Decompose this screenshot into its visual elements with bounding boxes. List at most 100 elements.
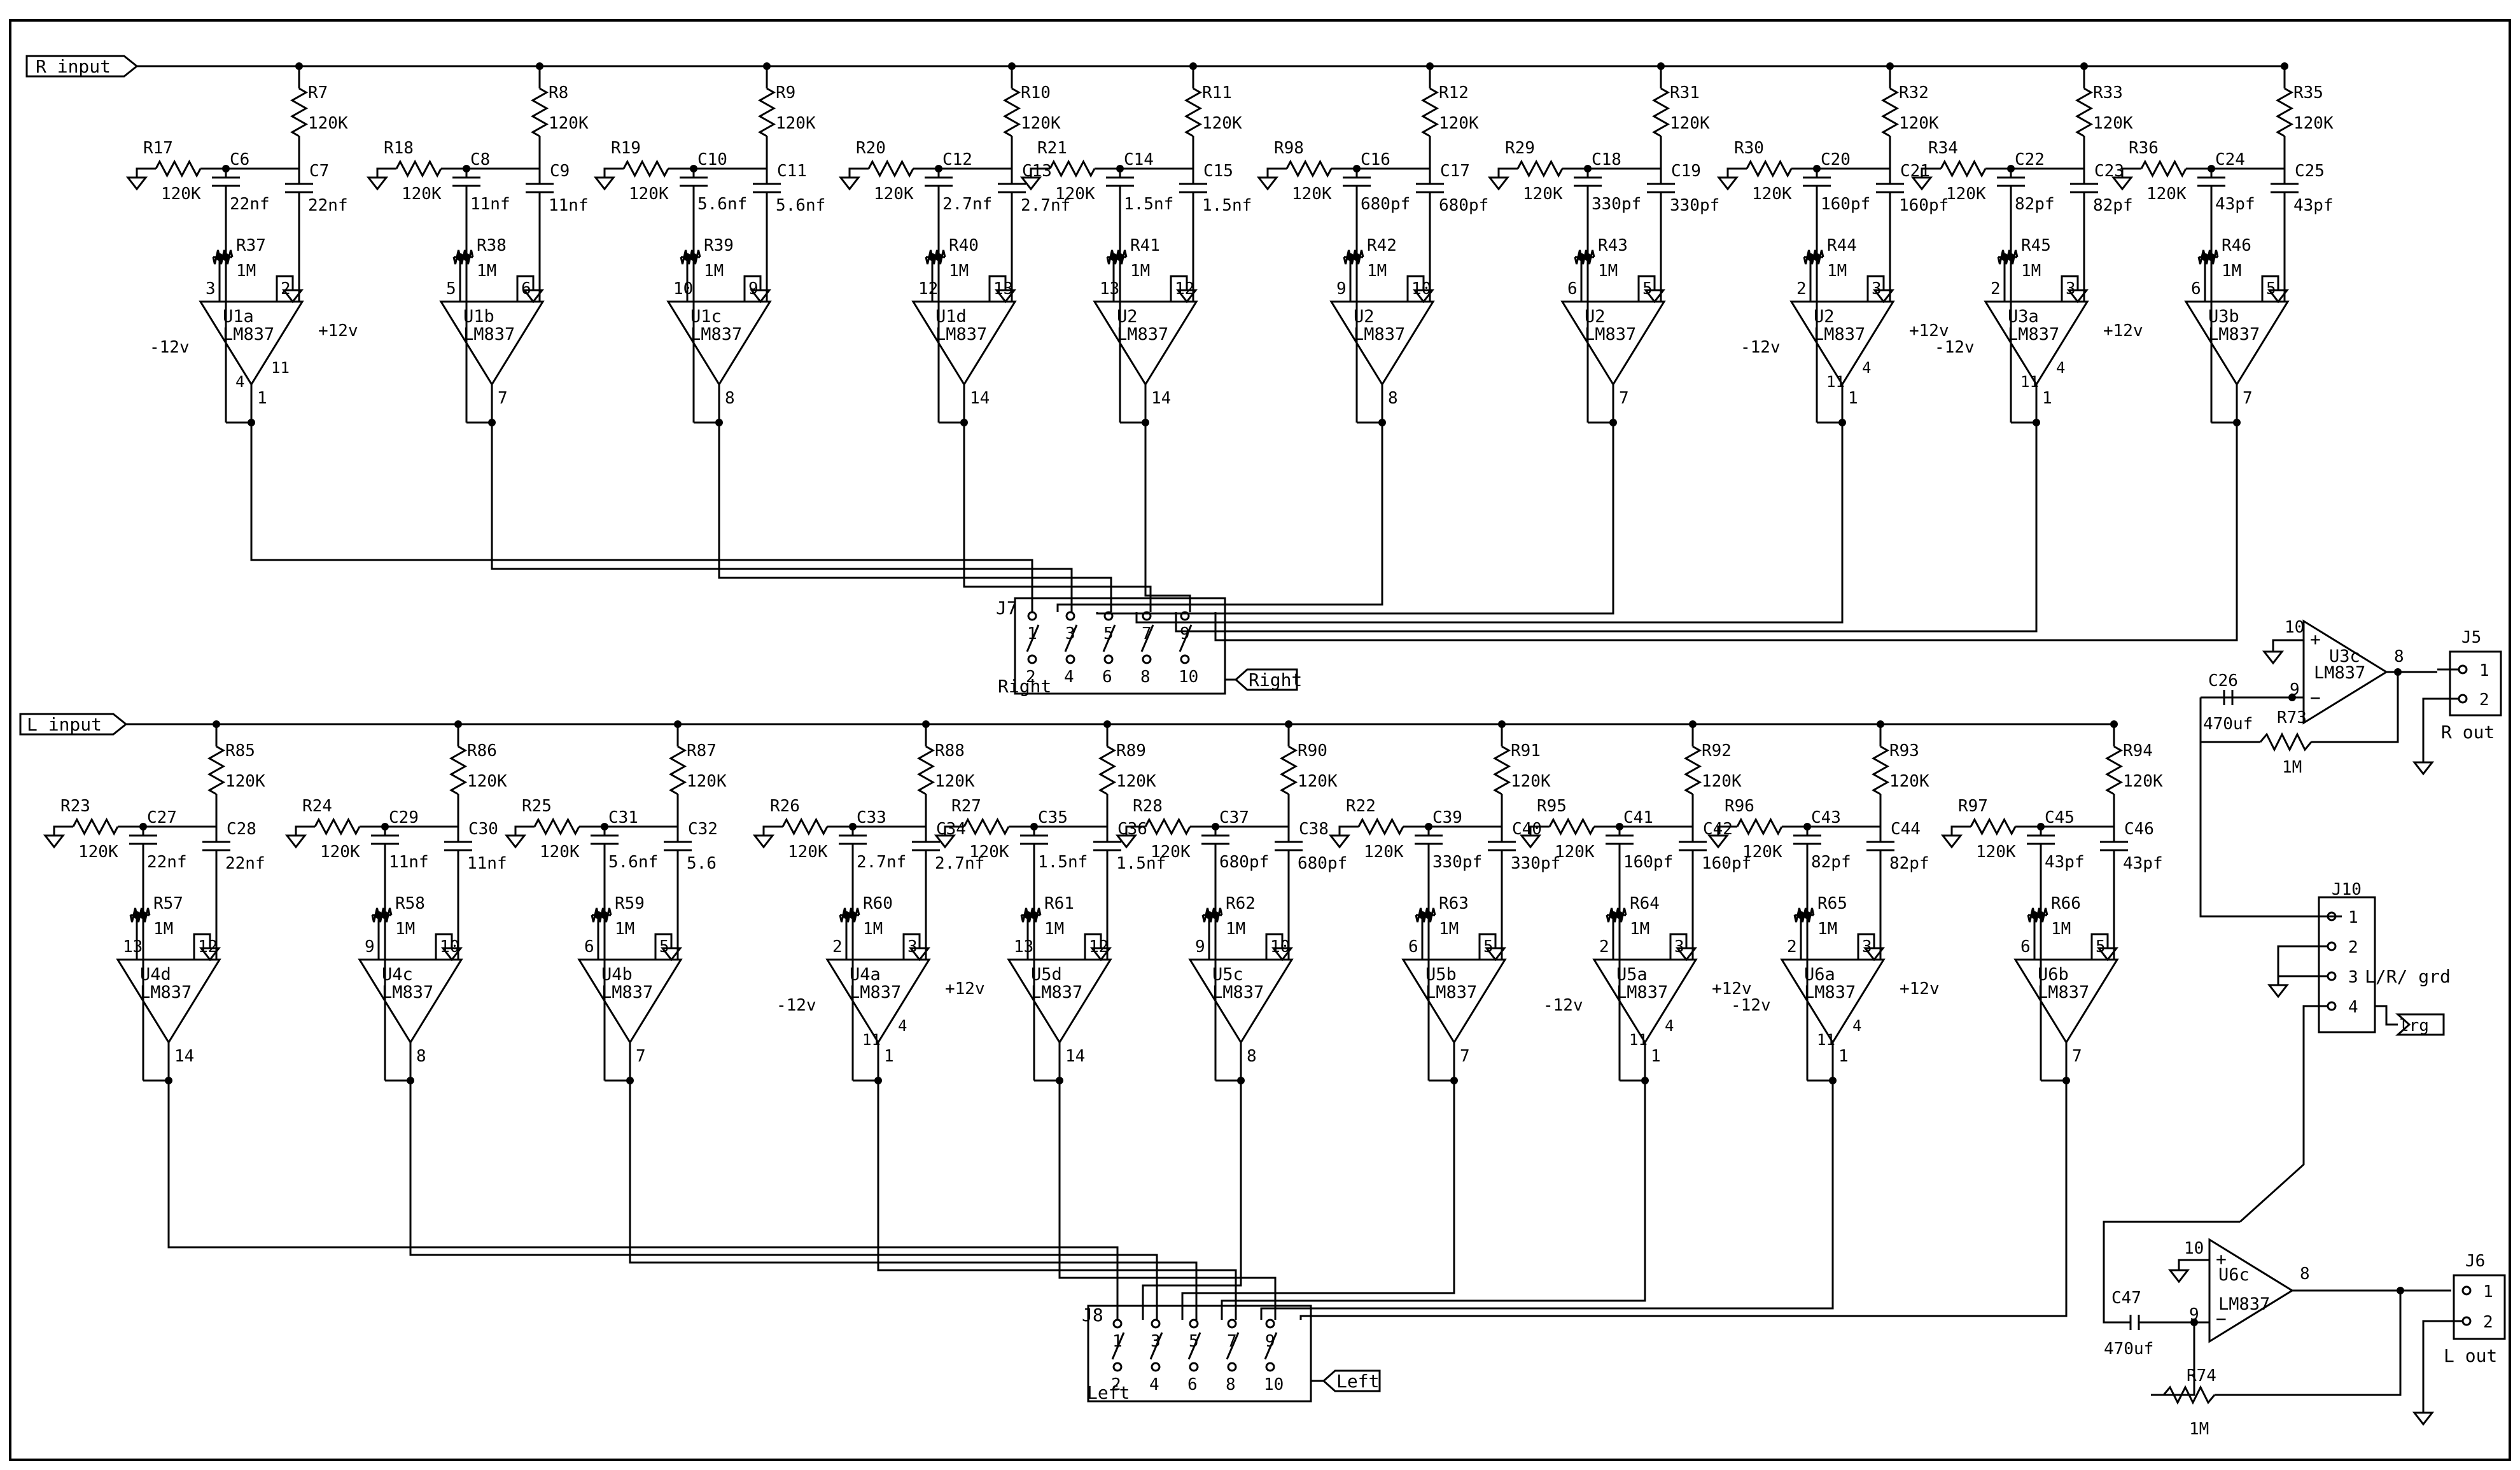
feedback-resistor-value: 1M [615, 920, 634, 939]
switch-pin-top-label: 7 [1227, 1332, 1237, 1351]
feedback-resistor-value: 1M [949, 262, 969, 281]
opamp-part: LM837 [2038, 983, 2089, 1002]
connector-j10[interactable]: J10 1 2 3 4 L/R/ grd lrg [2239, 880, 2451, 1223]
opamp-pin-a: 5 [446, 279, 456, 298]
feedback-resistor-value: 1M [2021, 262, 2041, 281]
sheet-border [9, 19, 2511, 1461]
opamp-part: LM837 [935, 325, 987, 344]
top-resistor-value: 120K [2293, 114, 2334, 133]
cap-a-ref: C37 [1219, 808, 1249, 827]
switch-pin-top-label: 1 [1112, 1332, 1123, 1351]
u6c-pin-out: 8 [2300, 1264, 2310, 1284]
ground-resistor-value: 120K [629, 185, 669, 204]
ground-resistor-ref: R97 [1958, 797, 1988, 816]
feedback-resistor-value: 1M [1630, 920, 1649, 939]
cap-b-value: 160pf [1702, 854, 1751, 873]
opamp-pin-b: 5 [1642, 279, 1653, 298]
opamp-pin-b: 6 [521, 279, 531, 298]
c47-val: 470uf [2104, 1340, 2153, 1359]
cap-a-value: 160pf [1623, 853, 1673, 872]
switch-left-port: Left [1336, 1371, 1379, 1392]
feedback-resistor-ref: R46 [2222, 236, 2251, 255]
pos-supply-pin: 4 [1665, 1017, 1674, 1035]
cap-b-value: 82pf [2093, 196, 2133, 215]
top-resistor-ref: R92 [1702, 741, 1732, 760]
switch-pin-bottom [1027, 654, 1037, 664]
switch-pin-bottom-label: 2 [1111, 1375, 1121, 1394]
ground-resistor-value: 120K [1364, 843, 1404, 862]
top-resistor-ref: R35 [2293, 83, 2323, 102]
cap-b-value: 82pf [1889, 854, 1929, 873]
opamp-pin-a: 6 [2020, 937, 2031, 956]
feedback-resistor-ref: R64 [1630, 894, 1660, 913]
switch-pin-top [1265, 1319, 1275, 1329]
cap-a-ref: C29 [389, 808, 419, 827]
opamp-pin-a: 2 [1796, 279, 1807, 298]
switch-pin-top-label: 1 [1027, 624, 1037, 643]
cap-a-ref: C27 [147, 808, 177, 827]
top-resistor-value: 120K [1298, 772, 1338, 791]
cap-a-value: 11nf [470, 195, 510, 214]
opamp-part: LM837 [1814, 325, 1865, 344]
feedback-resistor-ref: R58 [395, 894, 425, 913]
cap-a-ref: C31 [608, 808, 638, 827]
pos-supply-label: +12v [1900, 979, 1940, 998]
opamp-pin-b: 3 [907, 937, 918, 956]
switch-right-port: Right [1249, 669, 1302, 690]
ground-resistor-ref: R27 [951, 797, 981, 816]
j5-pin1: 1 [2479, 661, 2489, 680]
opamp-pin-a: 13 [1014, 937, 1033, 956]
j10-pin4: 4 [2348, 998, 2358, 1017]
u3c-pin-out: 8 [2394, 647, 2404, 666]
c26-ref: C26 [2208, 671, 2238, 690]
opamp-pin-a: 10 [673, 279, 693, 298]
cap-a-ref: C18 [1592, 150, 1621, 169]
top-resistor-value: 120K [1116, 772, 1156, 791]
cap-a-ref: C43 [1811, 808, 1841, 827]
u3c-plus: + [2310, 629, 2321, 650]
opamp-ref: U6a [1804, 965, 1835, 984]
opamp-part: LM837 [2208, 325, 2260, 344]
neg-supply-label: -12v [1543, 996, 1583, 1015]
ground-resistor-value: 120K [969, 843, 1009, 862]
u3c-ref: U3c [2329, 647, 2360, 666]
top-resistor-ref: R9 [776, 83, 795, 102]
feedback-resistor-ref: R40 [949, 236, 979, 255]
cap-a-value: 2.7nf [942, 195, 992, 214]
opamp-pin-a: 12 [918, 279, 938, 298]
ground-resistor-value: 120K [788, 843, 828, 862]
feedback-resistor-ref: R39 [704, 236, 734, 255]
opamp-pin-out: 1 [1848, 389, 1858, 408]
switch-pin-bottom [1227, 1362, 1237, 1372]
top-resistor-value: 120K [935, 772, 975, 791]
ground-resistor-value: 120K [161, 185, 201, 204]
neg-supply-pin: 4 [235, 373, 244, 391]
top-resistor-ref: R94 [2123, 741, 2153, 760]
top-resistor-ref: R89 [1116, 741, 1146, 760]
top-resistor-ref: R87 [687, 741, 717, 760]
opamp-ref: U5d [1031, 965, 1062, 984]
feedback-resistor-value: 1M [1044, 920, 1064, 939]
top-resistor-ref: R12 [1439, 83, 1469, 102]
top-resistor-ref: R93 [1889, 741, 1919, 760]
cap-b-ref: C7 [309, 162, 329, 181]
opamp-part: LM837 [1616, 983, 1668, 1002]
opamp-pin-a: 2 [832, 937, 843, 956]
j5-ref: J5 [2461, 628, 2481, 647]
ground-resistor-ref: R25 [522, 797, 552, 816]
feedback-resistor-value: 1M [2051, 920, 2071, 939]
switch-pin-top-label: 9 [1265, 1332, 1275, 1351]
opamp-ref: U5b [1425, 965, 1457, 984]
opamp-pin-a: 2 [1787, 937, 1797, 956]
opamp-pin-b: 5 [2266, 279, 2276, 298]
j6-pin1: 1 [2483, 1282, 2493, 1301]
ground-resistor-value: 120K [78, 843, 118, 862]
cap-b-ref: C32 [688, 820, 718, 839]
